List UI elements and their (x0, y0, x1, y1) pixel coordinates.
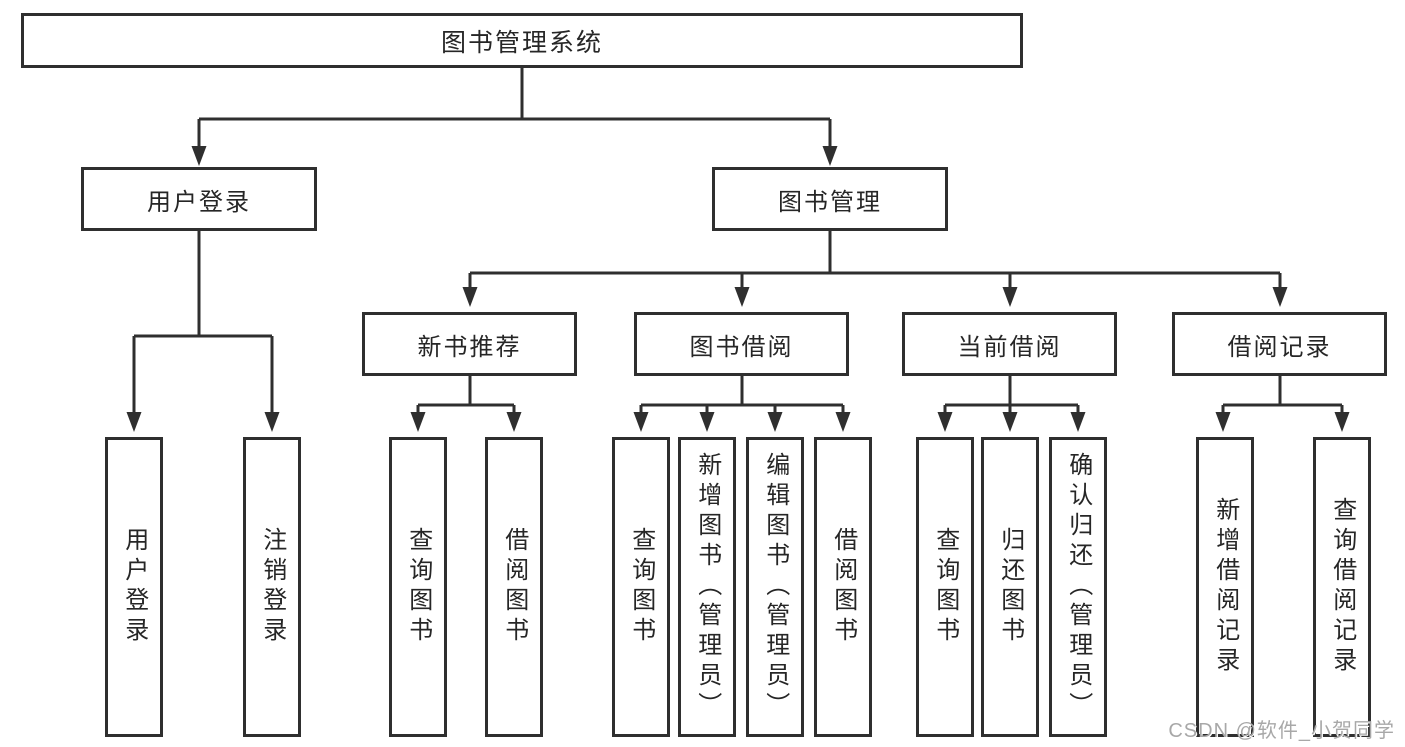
node-label: 图书管理 (778, 188, 882, 216)
node-label: 图书借阅 (689, 333, 794, 361)
arrowheads (126, 146, 1350, 432)
node-label: 用户登录 (147, 188, 251, 216)
node-label: 查询借阅记录 (1328, 497, 1356, 677)
node-label: 查询图书 (404, 527, 432, 647)
node-leaf-current-return-books: 归还图书 (981, 437, 1039, 737)
node-label: 查询图书 (627, 527, 655, 647)
node-leaf-recommend-borrow-books: 借阅图书 (485, 437, 543, 737)
node-leaf-borrowing-add-books-admin: 新增图书（管理员） (678, 437, 736, 737)
node-book-management-module: 图书管理 (712, 167, 948, 231)
node-leaf-logout: 注销登录 (243, 437, 301, 737)
node-current-borrowing: 当前借阅 (902, 312, 1117, 376)
node-label: 编辑图书（管理员） (761, 452, 789, 722)
node-label: 借阅图书 (500, 527, 528, 647)
node-leaf-recommend-query-books: 查询图书 (389, 437, 447, 737)
node-label: 借阅记录 (1227, 333, 1332, 361)
node-leaf-current-confirm-return-admin: 确认归还（管理员） (1049, 437, 1107, 737)
tree-branch-lines (132, 66, 1344, 416)
node-label: 注销登录 (258, 527, 286, 647)
node-label: 新增图书（管理员） (693, 452, 721, 722)
node-leaf-borrowing-edit-books-admin: 编辑图书（管理员） (746, 437, 804, 737)
node-leaf-user-login: 用户登录 (105, 437, 163, 737)
node-leaf-records-query-record: 查询借阅记录 (1313, 437, 1371, 737)
node-leaf-current-query-books: 查询图书 (916, 437, 974, 737)
csdn-watermark: CSDN @软件_小贺同学 (1168, 720, 1395, 742)
node-label: 查询图书 (931, 527, 959, 647)
node-label: 借阅图书 (829, 527, 857, 647)
node-label: 当前借阅 (957, 333, 1062, 361)
node-leaf-borrowing-query-books: 查询图书 (612, 437, 670, 737)
node-leaf-records-add-record: 新增借阅记录 (1196, 437, 1254, 737)
node-book-borrowing: 图书借阅 (634, 312, 849, 376)
node-borrowing-records: 借阅记录 (1172, 312, 1387, 376)
node-user-login-module: 用户登录 (81, 167, 317, 231)
node-root-label: 图书管理系统 (440, 28, 603, 57)
node-label: 确认归还（管理员） (1064, 452, 1092, 722)
node-label: 用户登录 (120, 527, 148, 647)
node-label: 新增借阅记录 (1211, 497, 1239, 677)
node-leaf-borrowing-borrow-books: 借阅图书 (814, 437, 872, 737)
node-label: 归还图书 (996, 527, 1024, 647)
node-label: 新书推荐 (417, 333, 522, 361)
node-root-system: 图书管理系统 (21, 13, 1023, 68)
node-new-book-recommend: 新书推荐 (362, 312, 577, 376)
